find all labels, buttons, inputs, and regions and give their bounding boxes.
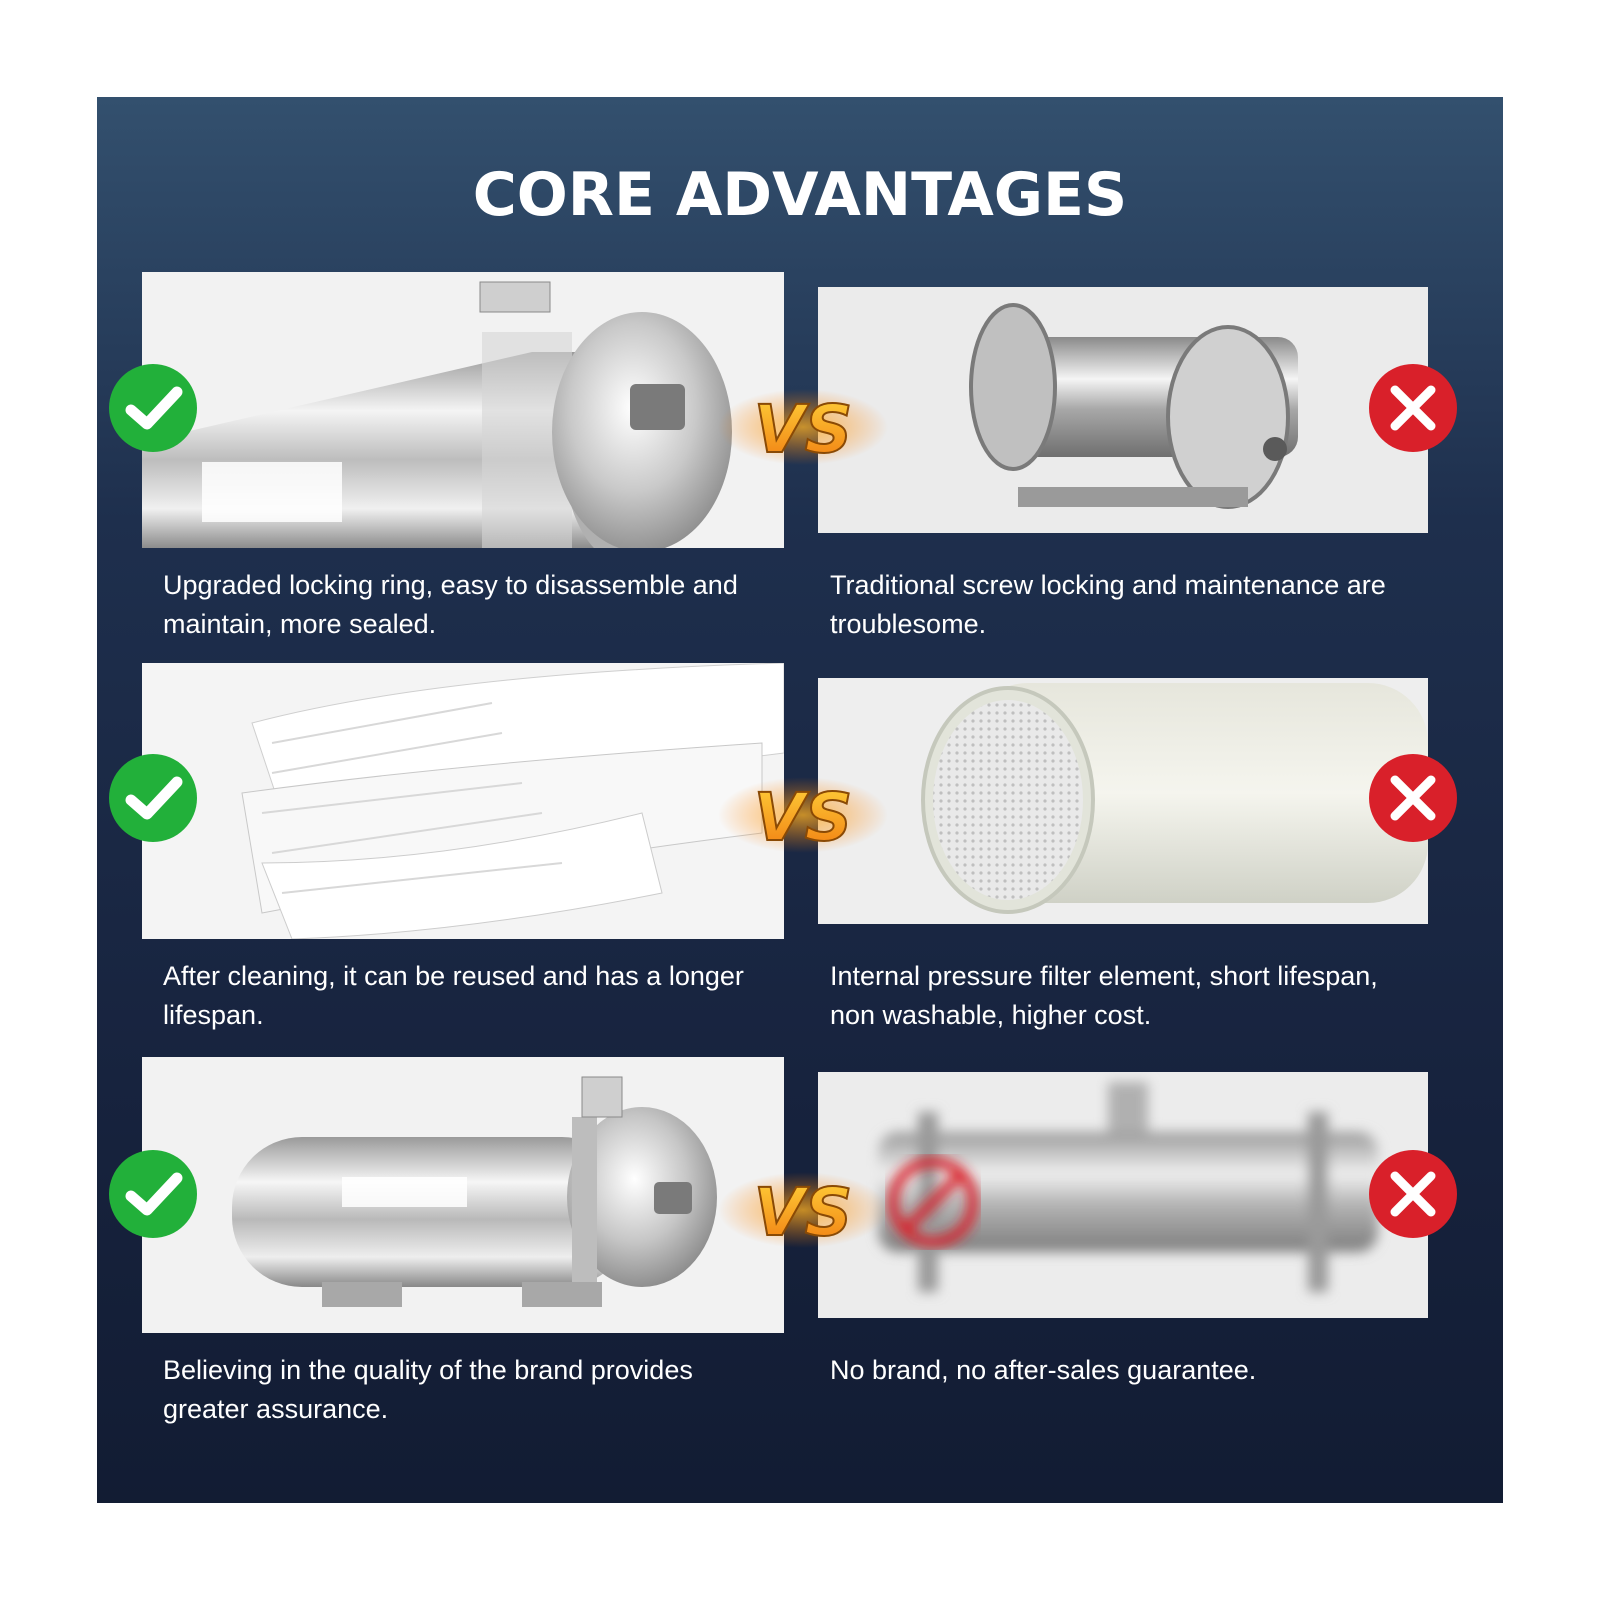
vs-badge: VS (718, 1155, 888, 1265)
good-image-fiber-bundle (142, 663, 784, 939)
cross-circle-icon (1367, 362, 1459, 454)
good-caption-3: Believing in the quality of the brand pr… (163, 1355, 693, 1424)
bad-caption-2: Internal pressure filter element, short … (830, 961, 1378, 1030)
vs-text: VS (754, 779, 853, 856)
good-caption-1: Upgraded locking ring, easy to disassemb… (163, 570, 738, 639)
check-circle-icon (107, 1148, 199, 1240)
good-caption-2: After cleaning, it can be reused and has… (163, 961, 744, 1030)
good-image-locking-ring (142, 272, 784, 548)
bad-image-unbranded-filter (818, 1072, 1428, 1318)
vs-badge: VS (718, 372, 888, 482)
good-image-branded-filter (142, 1057, 784, 1333)
no-sign-icon (888, 1157, 978, 1247)
vs-badge: VS (718, 760, 888, 870)
page-title: CORE ADVANTAGES (472, 160, 1128, 230)
cross-circle-icon (1367, 752, 1459, 844)
vs-text: VS (754, 1174, 853, 1251)
cross-circle-icon (1367, 1148, 1459, 1240)
bad-image-membrane-cartridge (818, 678, 1428, 924)
check-circle-icon (107, 752, 199, 844)
bad-image-screw-lock (818, 287, 1428, 533)
check-circle-icon (107, 362, 199, 454)
bad-caption-1: Traditional screw locking and maintenanc… (830, 570, 1386, 639)
bad-caption-3: No brand, no after-sales guarantee. (830, 1355, 1257, 1385)
vs-text: VS (754, 391, 853, 468)
